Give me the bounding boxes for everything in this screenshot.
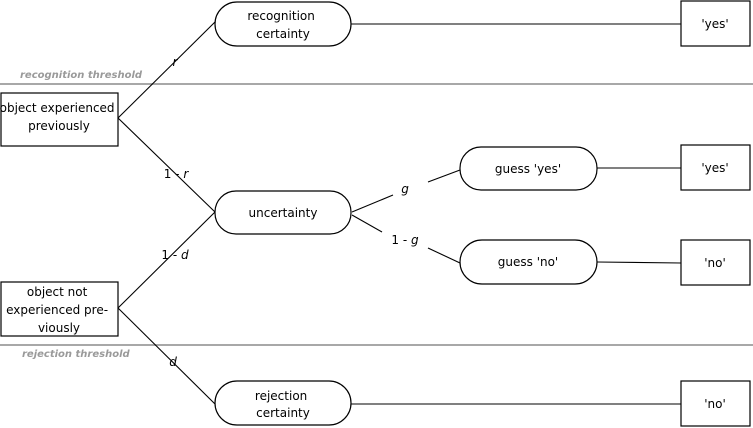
node-uncertainty-label: uncertainty — [249, 206, 318, 220]
edge-label-1-minus-g: 1 - g — [391, 233, 419, 247]
edge-uncertainty-to-1g-label — [351, 214, 383, 233]
response-yes-recognition-label: 'yes' — [701, 17, 728, 31]
edge-label-g: g — [401, 182, 409, 196]
edge-guess-no-to-no — [596, 261, 682, 264]
response-no-guess-label: 'no' — [704, 256, 726, 270]
node-object-experienced-label: object experienced previously — [0, 101, 118, 133]
node-recognition-certainty-label: recognition certainty — [247, 9, 318, 41]
node-guess-no-label: guess 'no' — [498, 255, 558, 269]
edge-notexperienced-to-rejection — [117, 307, 216, 405]
node-object-not-experienced: object not experienced pre- viously — [0, 281, 119, 337]
response-no-rejection: 'no' — [680, 380, 751, 427]
edge-label-d: d — [169, 355, 177, 369]
edge-g-label-to-guess-yes — [427, 169, 461, 183]
node-rejection-certainty-label: rejection certainty — [255, 389, 311, 420]
recognition-threshold-label: recognition threshold — [20, 70, 143, 81]
edge-notexperienced-to-uncertainty — [117, 211, 216, 309]
node-guess-yes-label: guess 'yes' — [495, 162, 561, 176]
node-recognition-certainty: recognition certainty — [214, 1, 352, 47]
edge-label-1-minus-d: 1 - d — [161, 248, 189, 262]
node-object-experienced: object experienced previously — [0, 92, 119, 147]
response-no-rejection-label: 'no' — [704, 397, 726, 411]
edge-1g-label-to-guess-no — [427, 247, 461, 264]
response-yes-recognition: 'yes' — [680, 0, 751, 47]
edge-label-1-minus-r: 1 - r — [164, 167, 190, 181]
response-no-guess: 'no' — [680, 239, 751, 286]
response-yes-guess-label: 'yes' — [701, 161, 728, 175]
node-uncertainty: uncertainty — [214, 190, 352, 235]
node-rejection-certainty: rejection certainty — [214, 380, 352, 426]
edge-uncertainty-to-g-label — [351, 194, 394, 213]
node-guess-yes: guess 'yes' — [459, 146, 598, 191]
response-yes-guess: 'yes' — [680, 144, 751, 191]
edge-label-r: r — [173, 55, 179, 69]
edge-experienced-to-uncertainty — [117, 117, 216, 213]
node-guess-no: guess 'no' — [459, 239, 598, 285]
node-object-not-experienced-label: object not experienced pre- viously — [6, 285, 112, 335]
edge-experienced-to-recognition — [117, 21, 216, 119]
rejection-threshold-label: rejection threshold — [22, 349, 131, 360]
